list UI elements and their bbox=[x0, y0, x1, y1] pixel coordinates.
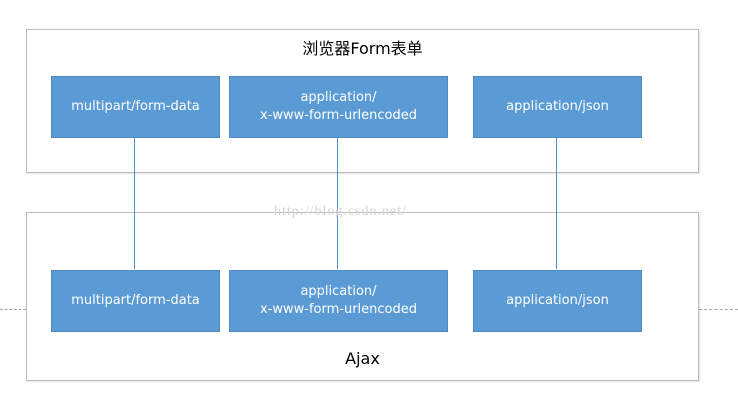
connector-multipart bbox=[134, 137, 135, 269]
ajax-group: multipart/form-data application/ x-www-f… bbox=[26, 212, 699, 381]
browser-json-label: application/json bbox=[506, 99, 609, 114]
browser-urlencoded-box: application/ x-www-form-urlencoded bbox=[229, 76, 448, 138]
ajax-json-box: application/json bbox=[473, 270, 642, 332]
connector-urlencoded bbox=[337, 137, 338, 269]
connector-json bbox=[556, 137, 557, 269]
page-divider-left bbox=[0, 309, 26, 310]
ajax-multipart-label: multipart/form-data bbox=[71, 293, 200, 308]
page-divider-right bbox=[699, 309, 738, 310]
browser-urlencoded-label-line1: application/ bbox=[300, 90, 377, 105]
ajax-json-label: application/json bbox=[506, 293, 609, 308]
ajax-title: Ajax bbox=[345, 349, 380, 368]
ajax-multipart-box: multipart/form-data bbox=[51, 270, 220, 332]
watermark-url: http://blog.csdn.net/ bbox=[274, 204, 407, 219]
browser-multipart-box: multipart/form-data bbox=[51, 76, 220, 138]
browser-multipart-label: multipart/form-data bbox=[71, 99, 200, 114]
ajax-urlencoded-label-line1: application/ bbox=[300, 284, 377, 299]
browser-json-box: application/json bbox=[473, 76, 642, 138]
ajax-urlencoded-box: application/ x-www-form-urlencoded bbox=[229, 270, 448, 332]
browser-urlencoded-label-line2: x-www-form-urlencoded bbox=[259, 108, 417, 123]
browser-form-group: 浏览器Form表单 multipart/form-data applicatio… bbox=[26, 29, 699, 173]
ajax-urlencoded-label-line2: x-www-form-urlencoded bbox=[259, 302, 417, 317]
browser-form-title: 浏览器Form表单 bbox=[302, 39, 423, 58]
